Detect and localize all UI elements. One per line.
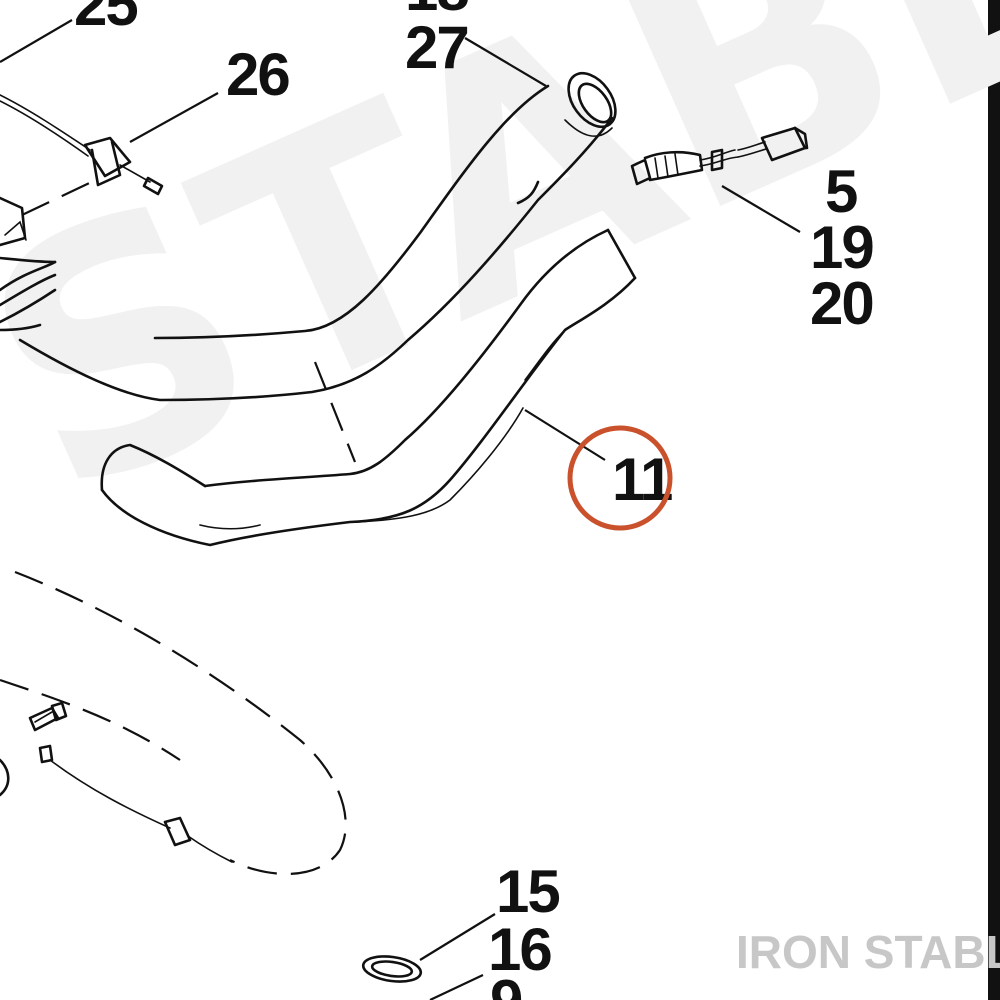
label-25: 25 [74, 0, 137, 38]
bolt-and-cable [0, 701, 233, 863]
label-15: 15 [496, 858, 559, 925]
label-19: 19 [810, 214, 873, 281]
brand-watermark: IRON STABLE [736, 926, 1000, 978]
label-5: 5 [825, 158, 857, 225]
label-20: 20 [810, 270, 873, 337]
o2-sensor [630, 126, 809, 186]
left-pipe-section [0, 196, 57, 332]
leader-lines [0, 19, 801, 1000]
label-16: 16 [488, 916, 551, 983]
label-18: 18 [405, 0, 468, 23]
alignment-dash [313, 361, 357, 463]
muffler-outline [0, 570, 347, 875]
highlight-circle [567, 425, 673, 531]
sensor-dash [21, 177, 101, 216]
rear-head-pipe [100, 228, 637, 547]
sensor-bracket [0, 94, 164, 196]
page-border [988, 0, 1000, 1000]
gasket [361, 955, 423, 983]
label-26: 26 [226, 41, 289, 108]
label-27: 27 [405, 14, 468, 81]
front-head-pipe [18, 71, 617, 402]
label-9: 9 [490, 968, 522, 1000]
